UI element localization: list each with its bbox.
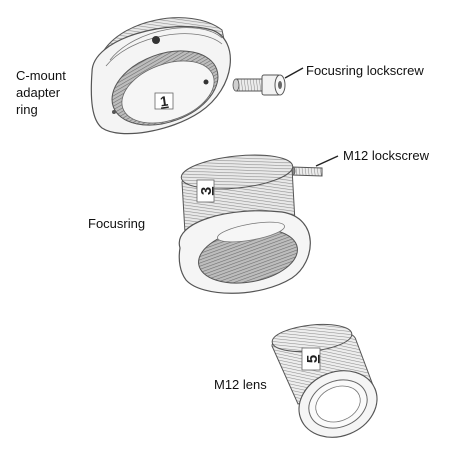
focusring-lockscrew-leader (284, 67, 304, 79)
cmount-label-line-1: C-mount (16, 68, 66, 83)
focusring-lockscrew-illustration (232, 67, 304, 96)
m12-lockscrew-illustration (288, 155, 339, 177)
cmount-label-line-3: ring (16, 102, 38, 117)
focusring-label: Focusring (88, 216, 146, 231)
part-number-tag-3 (196, 179, 215, 203)
m12-lens-illustration (271, 323, 378, 438)
cmount-label-line-2: adapter (16, 85, 61, 100)
m12-lens-label: M12 lens (214, 377, 267, 392)
focusring-illustration (178, 154, 311, 294)
part-number-3: 3 (198, 187, 215, 195)
part-number-tag-1 (154, 92, 174, 110)
cmount-adapter-ring-illustration (90, 17, 231, 135)
part-number-1: 1 (159, 93, 169, 110)
focusring-lockscrew-label: Focusring lockscrew (306, 63, 424, 78)
part-number-tag-5 (301, 347, 321, 371)
m12-lockscrew-label: M12 lockscrew (343, 148, 429, 163)
m12-lockscrew-leader (315, 155, 339, 167)
cmount-adapter-ring-label: C-mount adapter ring (16, 67, 66, 118)
part-number-5: 5 (304, 355, 321, 363)
